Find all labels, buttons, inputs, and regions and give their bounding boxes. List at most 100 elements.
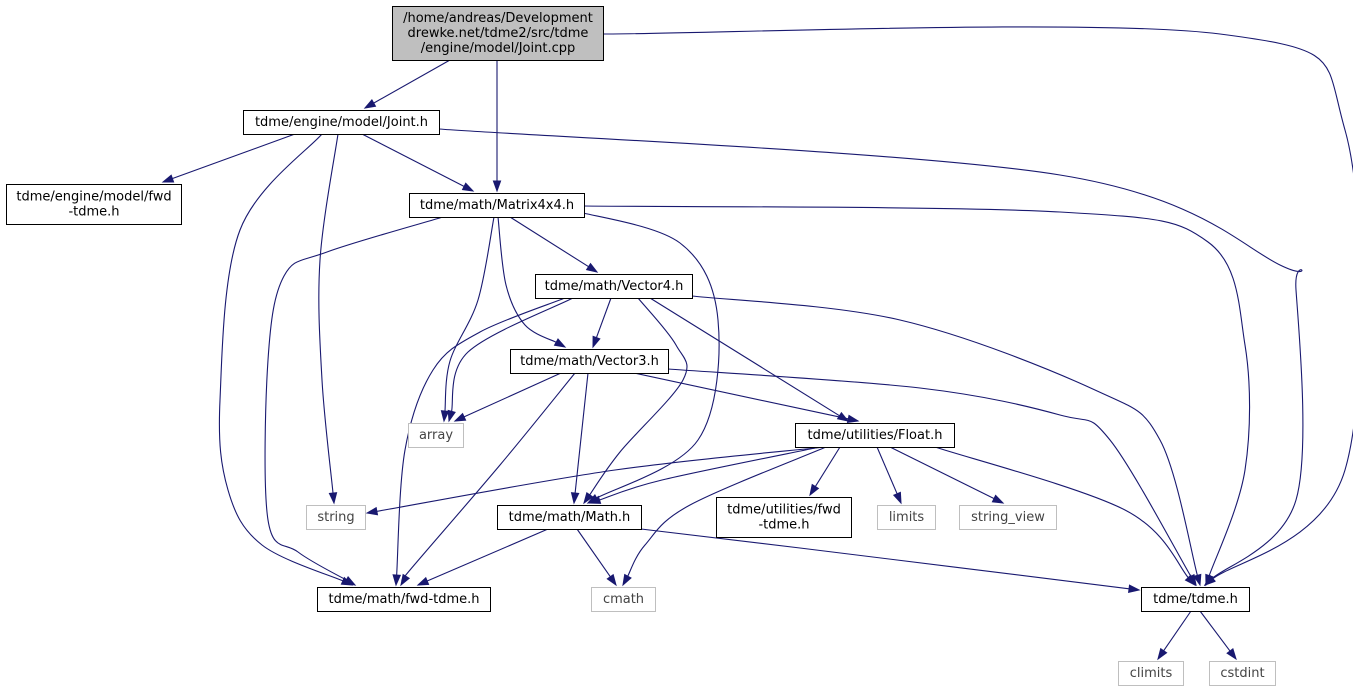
edge-matrix4x4-to-vector3 <box>497 216 567 348</box>
node-vector4[interactable]: tdme/math/Vector4.h <box>535 274 693 299</box>
edge-matrix4x4-to-vector4 <box>509 216 599 273</box>
edge-arrowhead <box>1193 573 1202 587</box>
edge-vector4-to-float_h <box>649 297 850 422</box>
edge-line <box>633 372 850 420</box>
edge-matrix4x4-to-array <box>440 216 495 423</box>
edge-root-to-matrix4x4 <box>492 60 502 193</box>
node-climits[interactable]: climits <box>1118 661 1184 686</box>
edge-line <box>318 133 339 495</box>
node-label: tdme/math/Matrix4x4.h <box>420 198 574 213</box>
edge-line <box>640 528 1131 590</box>
edge-line <box>691 295 1199 577</box>
node-label: drewke.net/tdme2/src/tdme <box>408 26 589 41</box>
node-box <box>959 505 1057 530</box>
node-tdme-h[interactable]: tdme/tdme.h <box>1141 587 1250 612</box>
edge-arrowhead <box>585 262 599 273</box>
edge-joint_h-to-model_fwd <box>161 133 296 183</box>
node-vector3[interactable]: tdme/math/Vector3.h <box>510 349 669 374</box>
edge-line <box>667 368 1192 578</box>
node-box <box>1209 661 1276 686</box>
node-box <box>306 505 366 530</box>
edge-arrowhead <box>1226 647 1237 661</box>
edge-arrowhead <box>622 573 632 587</box>
node-cstdint[interactable]: cstdint <box>1209 661 1276 686</box>
edge-vector3-to-math_fwd <box>400 372 576 587</box>
node-box <box>591 587 656 612</box>
edge-float_h-to-math_h <box>588 446 821 504</box>
node-label: array <box>419 428 453 443</box>
edge-line <box>375 446 826 513</box>
node-box <box>795 423 955 448</box>
edge-line <box>426 528 549 582</box>
node-box <box>409 193 585 218</box>
node-label: cstdint <box>1220 666 1264 681</box>
edge-vector3-to-math_h <box>570 372 589 505</box>
edge-arrowhead <box>461 182 475 192</box>
edge-line <box>361 133 466 188</box>
node-array[interactable]: array <box>408 423 464 448</box>
edge-math_h-to-cmath <box>576 528 617 587</box>
edge-arrowhead <box>570 492 580 505</box>
node-model-fwd[interactable]: tdme/engine/model/fwd-tdme.h <box>6 184 182 225</box>
edge-arrowhead <box>363 99 377 109</box>
edge-line <box>588 297 688 496</box>
node-label: -tdme.h <box>758 518 809 533</box>
node-box <box>497 505 642 530</box>
node-label: limits <box>889 510 925 525</box>
edge-arrowhead <box>365 506 379 516</box>
node-matrix4x4[interactable]: tdme/math/Matrix4x4.h <box>409 193 585 218</box>
node-string-view[interactable]: string_view <box>959 505 1057 530</box>
edge-float_h-to-string_view <box>889 446 1005 504</box>
node-label: tdme/utilities/fwd <box>727 503 841 518</box>
edge-line <box>450 297 574 413</box>
edge-arrowhead <box>161 174 175 183</box>
edge-arrowhead <box>892 491 902 505</box>
node-box <box>1141 587 1250 612</box>
node-math-fwd[interactable]: tdme/math/fwd-tdme.h <box>317 587 491 612</box>
node-label: -tdme.h <box>68 205 119 220</box>
edge-vector3-to-tdme_h <box>667 368 1197 587</box>
edge-tdme_h-to-cstdint <box>1199 610 1237 661</box>
edge-line <box>438 128 1304 580</box>
edge-line <box>264 216 444 581</box>
node-box <box>392 6 604 61</box>
edge-vector4-to-array <box>447 297 574 423</box>
node-root[interactable]: /home/andreas/Developmentdrewke.net/tdme… <box>392 6 604 61</box>
edge-vector3-to-float_h <box>633 372 860 423</box>
node-util-fwd[interactable]: tdme/utilities/fwd-tdme.h <box>716 497 852 538</box>
edge-line <box>814 446 841 488</box>
node-box <box>716 497 852 538</box>
edge-line <box>1162 610 1192 652</box>
node-cmath[interactable]: cmath <box>591 587 656 612</box>
node-label: tdme/math/Vector4.h <box>545 279 684 294</box>
edge-line <box>372 59 451 105</box>
edge-root-to-joint_h <box>363 59 451 109</box>
edge-math_h-to-math_fwd <box>416 528 549 586</box>
edge-arrowhead <box>1128 584 1141 593</box>
node-float-h[interactable]: tdme/utilities/Float.h <box>795 423 955 448</box>
edge-arrowhead <box>1157 647 1168 661</box>
node-label: tdme/engine/model/fwd <box>16 190 171 205</box>
edge-arrowhead <box>991 494 1005 504</box>
node-joint-h[interactable]: tdme/engine/model/Joint.h <box>243 110 440 135</box>
edge-arrowhead <box>447 409 456 423</box>
edge-vector4-to-math_fwd <box>392 297 566 587</box>
edge-line <box>401 372 576 581</box>
node-math-h[interactable]: tdme/math/Math.h <box>497 505 642 530</box>
edge-line <box>889 446 996 500</box>
edge-tdme_h-to-climits <box>1157 610 1192 661</box>
node-box <box>510 349 669 374</box>
edge-line <box>595 297 612 339</box>
node-label: tdme/math/Vector3.h <box>520 354 659 369</box>
node-label: string <box>317 510 354 525</box>
edge-arrowhead <box>453 412 467 422</box>
edge-line <box>934 446 1190 579</box>
edge-line <box>462 372 562 418</box>
edge-joint_h-to-string <box>318 133 339 505</box>
edge-arrowhead <box>809 483 820 497</box>
edge-line <box>574 210 720 499</box>
node-string[interactable]: string <box>306 505 366 530</box>
edge-arrowhead <box>592 335 601 349</box>
edge-arrowhead <box>1205 573 1214 587</box>
node-limits[interactable]: limits <box>877 505 936 530</box>
